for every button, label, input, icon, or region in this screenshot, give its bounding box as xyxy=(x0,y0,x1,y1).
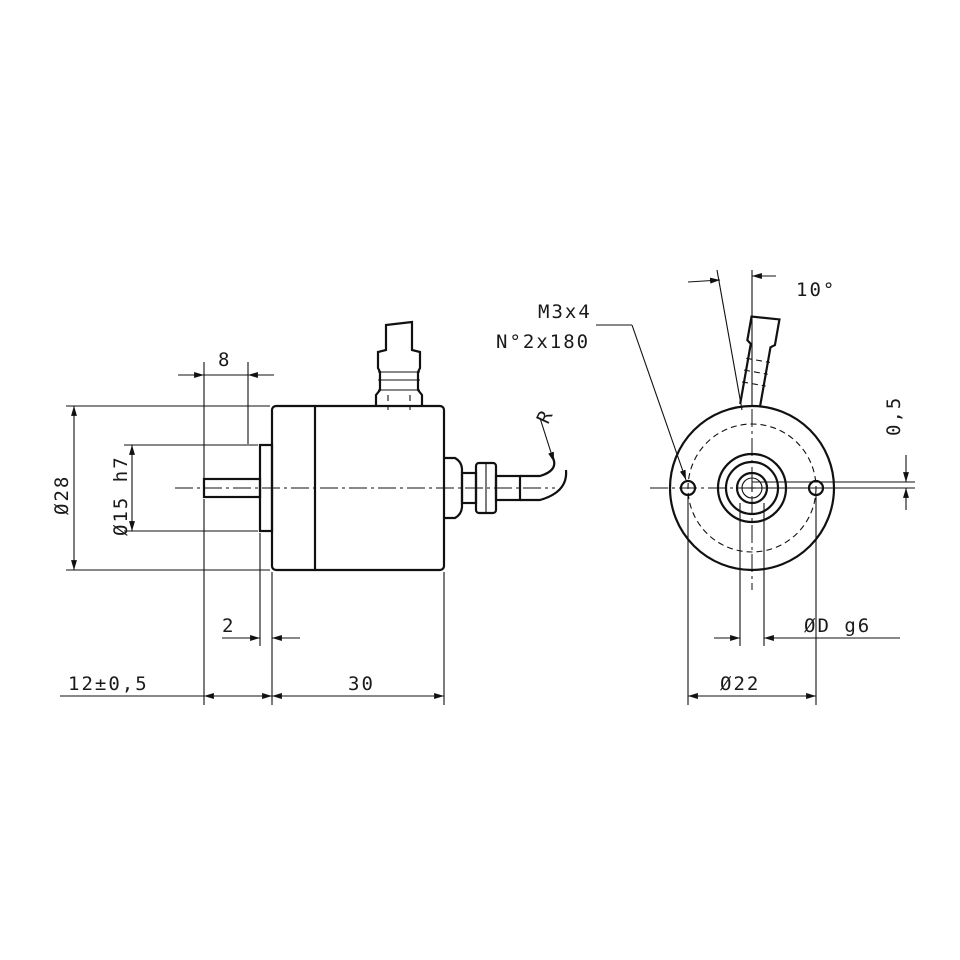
dim-label-flange-thickness: 2 xyxy=(222,615,235,637)
dim-label-body-length: 30 xyxy=(348,673,375,695)
side-view: 8 Ø28 Ø15 h7 2 12±0,5 30 R xyxy=(51,320,568,705)
dim-label-thread-count: N°2x180 xyxy=(496,331,590,353)
top-connector xyxy=(374,320,424,406)
radius-leader xyxy=(539,417,555,463)
dim-label-shaft-length: 8 xyxy=(218,349,231,371)
encoder-body xyxy=(270,404,446,572)
dim-label-spigot-diameter: Ø15 h7 xyxy=(110,455,132,536)
dim-label-cable-radius: R xyxy=(533,406,559,427)
dim-label-overall-offset: 12±0,5 xyxy=(68,673,149,695)
dim-label-thread-spec: M3x4 xyxy=(538,301,592,323)
dim-label-angle: 10° xyxy=(796,279,836,301)
mount-hole-left xyxy=(679,479,697,497)
thread-leader-arrow xyxy=(631,324,687,481)
front-connector xyxy=(739,315,781,408)
dim-label-offset: 0,5 xyxy=(883,396,905,436)
dim-label-hole-circle: Ø22 xyxy=(720,673,760,695)
dim-label-body-diameter: Ø28 xyxy=(51,475,73,515)
rear-cable xyxy=(520,455,568,502)
dim-label-shaft-diameter: ØD g6 xyxy=(804,615,871,637)
dim-arrow xyxy=(687,277,721,284)
front-view: 10° M3x4 N°2x180 0,5 ØD g6 Ø22 xyxy=(496,269,915,705)
ext-line xyxy=(716,269,743,411)
rear-gland-sleeve xyxy=(494,474,522,502)
